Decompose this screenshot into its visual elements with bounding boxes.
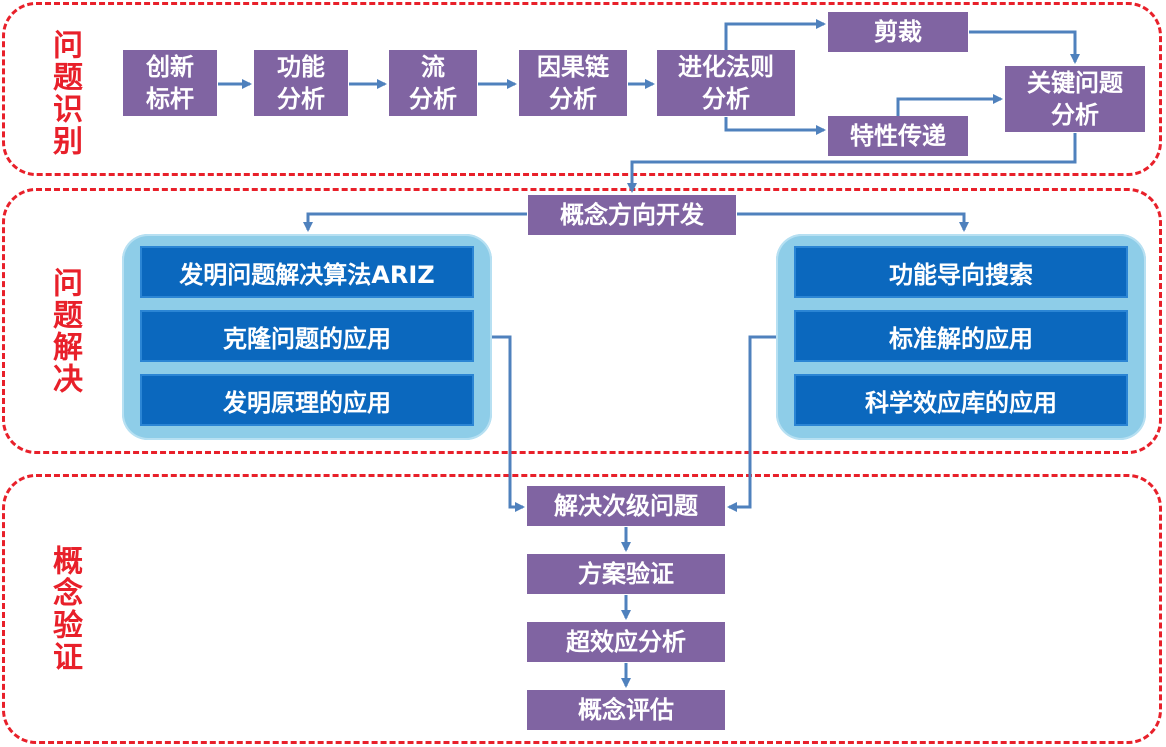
phase-solution-label: 问题解决 bbox=[47, 267, 82, 395]
box-flow-analysis: 流 分析 bbox=[389, 50, 477, 116]
phase-solution-frame bbox=[2, 188, 1162, 454]
box-feature-transfer: 特性传递 bbox=[828, 116, 968, 156]
box-concept-direction: 概念方向开发 bbox=[528, 195, 736, 235]
phase-identification-frame bbox=[2, 2, 1162, 176]
method-standard-solutions: 标准解的应用 bbox=[794, 310, 1128, 362]
arrow-trimming-key bbox=[969, 30, 1080, 64]
arrow-evolution-feature bbox=[724, 117, 826, 135]
box-secondary-problem: 解决次级问题 bbox=[527, 486, 725, 526]
box-benchmark: 创新 标杆 bbox=[123, 50, 217, 116]
method-inventive-principles: 发明原理的应用 bbox=[140, 374, 474, 426]
phase-identification-label: 问题识别 bbox=[47, 29, 82, 157]
arrow-concept-right bbox=[737, 212, 969, 232]
box-causal-chain: 因果链 分析 bbox=[519, 50, 627, 116]
arrow-concept-left bbox=[303, 212, 527, 232]
arrow-key-concept bbox=[627, 133, 1077, 193]
box-solution-verification: 方案验证 bbox=[527, 554, 725, 594]
arrow-right-secondary bbox=[727, 335, 776, 512]
method-science-effects: 科学效应库的应用 bbox=[794, 374, 1128, 426]
box-super-effect-analysis: 超效应分析 bbox=[527, 622, 725, 662]
box-trimming: 剪裁 bbox=[828, 12, 968, 52]
box-function-analysis: 功能 分析 bbox=[254, 50, 348, 116]
method-function-oriented-search: 功能导向搜索 bbox=[794, 246, 1128, 298]
arrow-feature-key bbox=[896, 94, 1003, 116]
box-concept-evaluation: 概念评估 bbox=[527, 690, 725, 730]
method-clone-problem: 克隆问题的应用 bbox=[140, 310, 474, 362]
method-ariz: 发明问题解决算法ARIZ bbox=[140, 246, 474, 298]
box-evolution-laws: 进化法则 分析 bbox=[657, 50, 795, 116]
arrow-left-secondary bbox=[492, 335, 525, 512]
arrow-evolution-trimming bbox=[724, 19, 826, 50]
box-key-problem: 关键问题 分析 bbox=[1005, 66, 1145, 132]
phase-verification-label: 概念验证 bbox=[47, 545, 82, 673]
phase-verification-frame bbox=[2, 474, 1162, 744]
